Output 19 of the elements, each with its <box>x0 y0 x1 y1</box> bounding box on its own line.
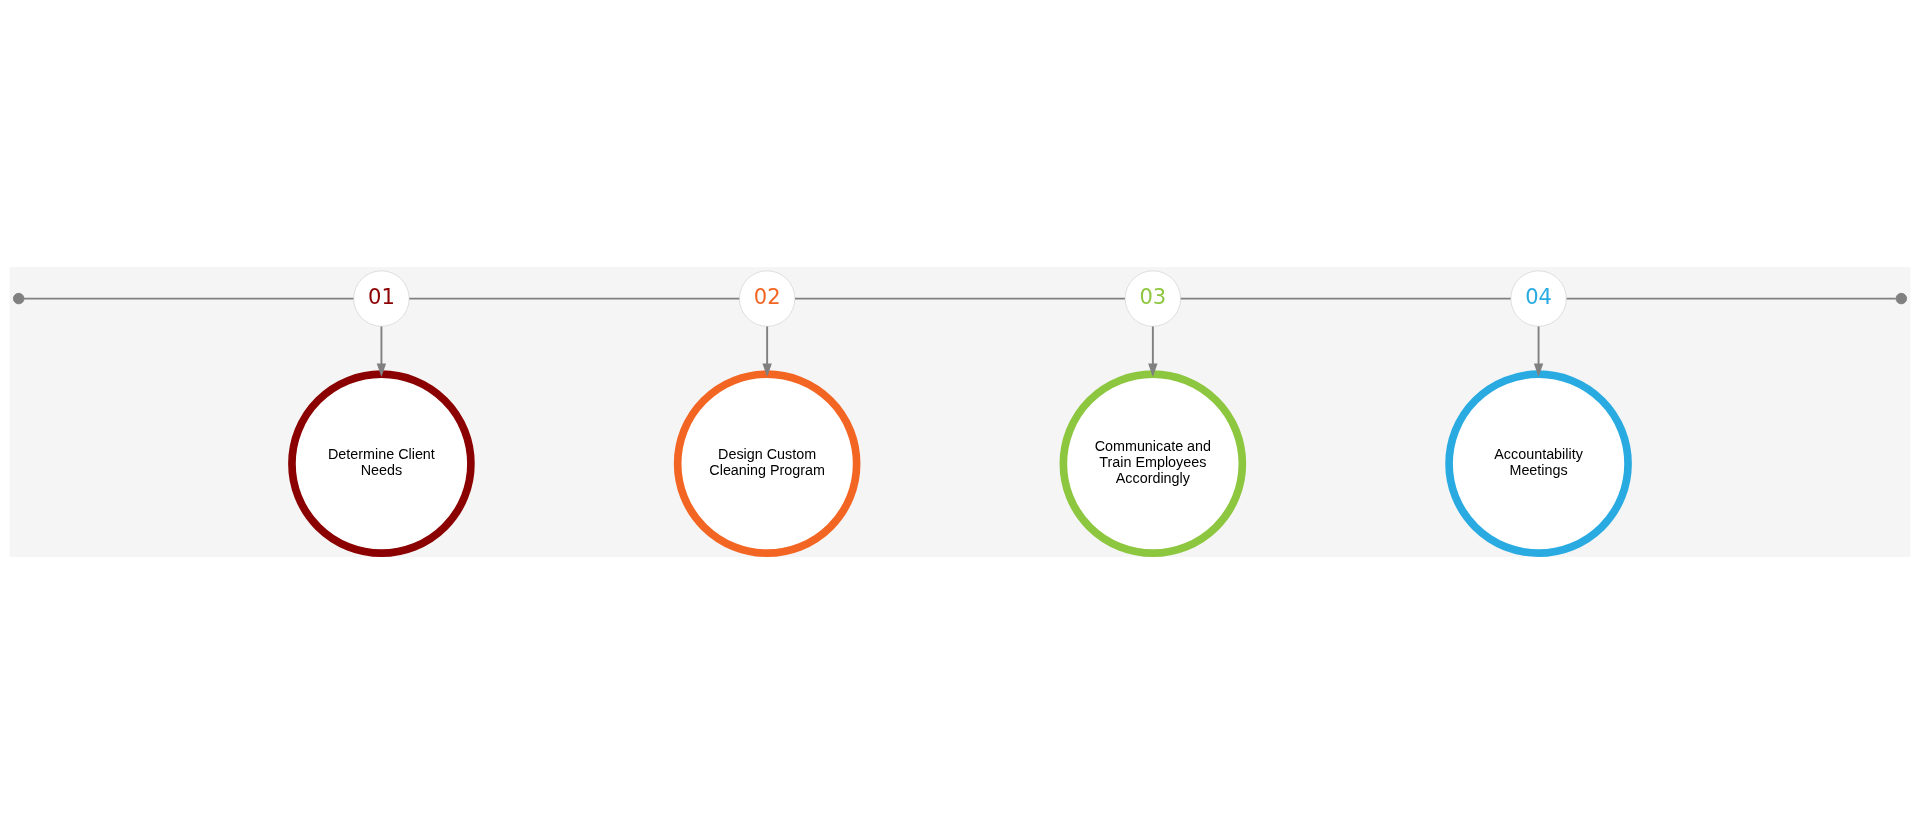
arrow <box>1148 325 1158 377</box>
node-circle: 04 <box>1510 269 1567 327</box>
arrow <box>1533 325 1544 377</box>
connector <box>23 297 355 300</box>
node-circle: Accountability Meetings <box>1445 369 1632 557</box>
node-circle <box>1895 292 1908 304</box>
node-circle: Determine Client Needs <box>288 369 475 557</box>
node-circle <box>12 292 25 304</box>
node-circle: 01 <box>353 269 410 327</box>
node-circle: 03 <box>1124 269 1182 327</box>
connector <box>1565 297 1897 300</box>
node-circle: 02 <box>738 269 796 327</box>
connector <box>1179 297 1512 300</box>
arrow <box>376 325 387 377</box>
node-circle: Design Custom Cleaning Program <box>673 369 861 557</box>
connector <box>408 297 741 300</box>
node-circle: Communicate and Train Employees Accordingly <box>1059 369 1247 557</box>
arrow <box>762 325 772 377</box>
connector <box>794 297 1126 300</box>
